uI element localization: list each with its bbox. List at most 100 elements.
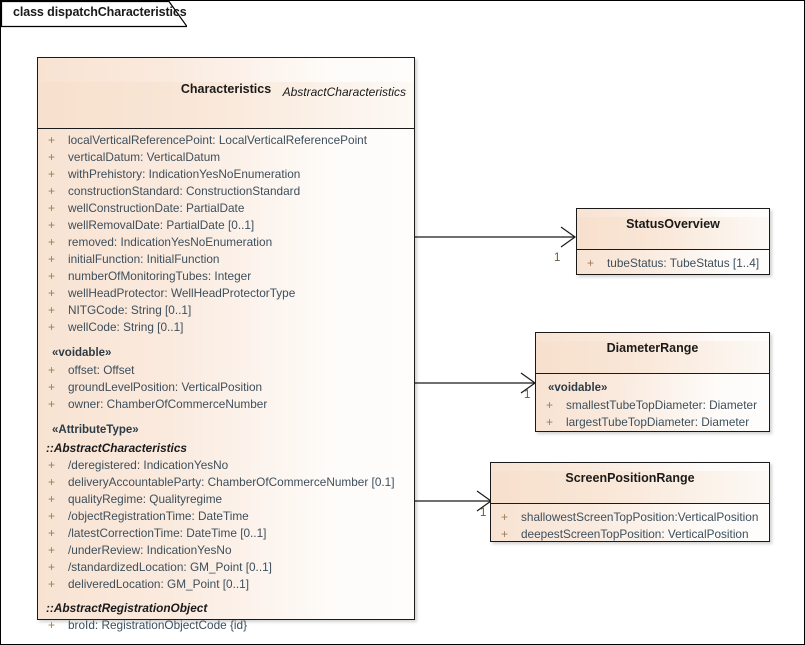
visibility-marker: +: [48, 167, 56, 181]
attribute-row[interactable]: + smallestTubeTopDiameter: Diameter: [536, 397, 769, 414]
attribute-row[interactable]: + deliveryAccountableParty: ChamberOfCom…: [38, 474, 414, 491]
class-box-statusoverview[interactable]: StatusOverview + tubeStatus: TubeStatus …: [576, 208, 770, 275]
attribute-row[interactable]: + wellCode: String [0..1]: [38, 319, 414, 336]
class-name-characteristics: Characteristics: [180, 82, 272, 96]
diagram-tab-label: class dispatchCharacteristics: [13, 5, 187, 19]
diagram-tab-shape: [1, 1, 187, 28]
attribute-row[interactable]: + deepestScreenTopPosition: VerticalPosi…: [491, 526, 769, 543]
attribute-label: deliveredLocation: GM_Point [0..1]: [68, 577, 249, 591]
visibility-marker: +: [48, 380, 56, 394]
attribute-row[interactable]: + removed: IndicationYesNoEnumeration: [38, 234, 414, 251]
visibility-marker: +: [48, 201, 56, 215]
visibility-marker: +: [48, 543, 56, 557]
visibility-marker: +: [48, 184, 56, 198]
visibility-marker: +: [48, 618, 56, 632]
attribute-row[interactable]: + wellHeadProtector: WellHeadProtectorTy…: [38, 285, 414, 302]
attribute-label: shallowestScreenTopPosition:VerticalPosi…: [521, 510, 759, 524]
attribute-label: withPrehistory: IndicationYesNoEnumerati…: [68, 167, 301, 181]
attribute-label: deliveryAccountableParty: ChamberOfComme…: [68, 475, 395, 489]
attribute-row[interactable]: + broId: RegistrationObjectCode {id}: [38, 617, 414, 634]
attribute-label: largestTubeTopDiameter: Diameter: [566, 415, 750, 429]
class-box-characteristics[interactable]: AbstractCharacteristics Characteristics …: [37, 57, 415, 632]
multiplicity-diameterrange: 1: [524, 389, 531, 401]
attribute-label: wellRemovalDate: PartialDate [0..1]: [68, 218, 255, 232]
attribute-label: groundLevelPosition: VerticalPosition: [68, 380, 263, 394]
visibility-marker: +: [546, 415, 554, 429]
attribute-label: qualityRegime: Qualityregime: [68, 492, 223, 506]
class-header-statusoverview: StatusOverview: [577, 217, 769, 250]
visibility-marker: +: [48, 269, 56, 283]
attribute-row[interactable]: + NITGCode: String [0..1]: [38, 302, 414, 319]
class-box-screenpositionrange[interactable]: ScreenPositionRange + shallowestScreenTo…: [490, 462, 770, 542]
visibility-marker: +: [48, 526, 56, 540]
attribute-row[interactable]: + /latestCorrectionTime: DateTime [0..1]: [38, 525, 414, 542]
attribute-label: initialFunction: InitialFunction: [68, 252, 220, 266]
group-label-abstractcharacteristics: ::AbstractCharacteristics: [46, 441, 187, 455]
attribute-row[interactable]: + groundLevelPosition: VerticalPosition: [38, 379, 414, 396]
attribute-row[interactable]: + /deregistered: IndicationYesNo: [38, 457, 414, 474]
attribute-label: wellConstructionDate: PartialDate: [68, 201, 245, 215]
multiplicity-statusoverview: 1: [554, 252, 561, 264]
visibility-marker: +: [48, 320, 56, 334]
attribute-row[interactable]: + /objectRegistrationTime: DateTime: [38, 508, 414, 525]
visibility-marker: +: [587, 256, 595, 270]
attribute-row[interactable]: + deliveredLocation: GM_Point [0..1]: [38, 576, 414, 593]
attribute-row[interactable]: + shallowestScreenTopPosition:VerticalPo…: [491, 509, 769, 526]
attribute-label: deepestScreenTopPosition: VerticalPositi…: [521, 527, 749, 541]
attribute-row[interactable]: + largestTubeTopDiameter: Diameter: [536, 414, 769, 431]
attribute-row[interactable]: + verticalDatum: VerticalDatum: [38, 149, 414, 166]
class-body-statusoverview: + tubeStatus: TubeStatus [1..4]: [577, 250, 769, 276]
visibility-marker: +: [501, 510, 509, 524]
attribute-label: localVerticalReferencePoint: LocalVertic…: [68, 133, 368, 147]
class-name-diameterrange: DiameterRange: [606, 341, 699, 355]
attribute-row[interactable]: + owner: ChamberOfCommerceNumber: [38, 396, 414, 413]
visibility-marker: +: [48, 235, 56, 249]
attribute-label: /latestCorrectionTime: DateTime [0..1]: [68, 526, 267, 540]
attribute-row[interactable]: + tubeStatus: TubeStatus [1..4]: [577, 255, 769, 272]
visibility-marker: +: [48, 286, 56, 300]
class-abstract-tag-characteristics: AbstractCharacteristics: [282, 85, 406, 99]
attribute-row[interactable]: + withPrehistory: IndicationYesNoEnumera…: [38, 166, 414, 183]
attribute-label: numberOfMonitoringTubes: Integer: [68, 269, 252, 283]
attribute-row[interactable]: + qualityRegime: Qualityregime: [38, 491, 414, 508]
visibility-marker: +: [48, 577, 56, 591]
attribute-label: /objectRegistrationTime: DateTime: [68, 509, 249, 523]
visibility-marker: +: [48, 363, 56, 377]
attribute-row[interactable]: + localVerticalReferencePoint: LocalVert…: [38, 132, 414, 149]
attribute-label: /deregistered: IndicationYesNo: [68, 458, 229, 472]
visibility-marker: +: [48, 218, 56, 232]
attribute-label: removed: IndicationYesNoEnumeration: [68, 235, 273, 249]
attribute-label: /standardizedLocation: GM_Point [0..1]: [68, 560, 272, 574]
attribute-row[interactable]: + /underReview: IndicationYesNo: [38, 542, 414, 559]
visibility-marker: +: [546, 398, 554, 412]
group-label-abstractregistrationobject: ::AbstractRegistrationObject: [46, 601, 208, 615]
class-header-characteristics: AbstractCharacteristics Characteristics: [38, 82, 414, 129]
stereotype-label-voidable: «voidable»: [52, 347, 112, 359]
attribute-label: owner: ChamberOfCommerceNumber: [68, 397, 268, 411]
attribute-label: offset: Offset: [68, 363, 135, 377]
stereotype-label-attributetype: «AttributeType»: [52, 424, 139, 436]
visibility-marker: +: [48, 560, 56, 574]
visibility-marker: +: [48, 475, 56, 489]
visibility-marker: +: [48, 252, 56, 266]
attribute-row[interactable]: + constructionStandard: ConstructionStan…: [38, 183, 414, 200]
attribute-row[interactable]: + /standardizedLocation: GM_Point [0..1]: [38, 559, 414, 576]
visibility-marker: +: [501, 527, 509, 541]
attribute-label: wellHeadProtector: WellHeadProtectorType: [68, 286, 296, 300]
stereotype-label-voidable: «voidable»: [548, 382, 608, 394]
attribute-label: NITGCode: String [0..1]: [68, 303, 192, 317]
class-box-diameterrange[interactable]: DiameterRange «voidable» + smallestTubeT…: [535, 332, 770, 432]
class-name-screenpositionrange: ScreenPositionRange: [565, 471, 695, 485]
attribute-label: /underReview: IndicationYesNo: [68, 543, 232, 557]
attribute-row[interactable]: + wellConstructionDate: PartialDate: [38, 200, 414, 217]
attribute-row[interactable]: + numberOfMonitoringTubes: Integer: [38, 268, 414, 285]
visibility-marker: +: [48, 492, 56, 506]
attribute-label: verticalDatum: VerticalDatum: [68, 150, 221, 164]
diagram-tab[interactable]: class dispatchCharacteristics: [1, 1, 187, 28]
class-header-screenpositionrange: ScreenPositionRange: [491, 471, 769, 504]
attribute-row[interactable]: + initialFunction: InitialFunction: [38, 251, 414, 268]
class-body-diameterrange: «voidable» + smallestTubeTopDiameter: Di…: [536, 374, 769, 435]
attribute-row[interactable]: + offset: Offset: [38, 362, 414, 379]
attribute-row[interactable]: + wellRemovalDate: PartialDate [0..1]: [38, 217, 414, 234]
